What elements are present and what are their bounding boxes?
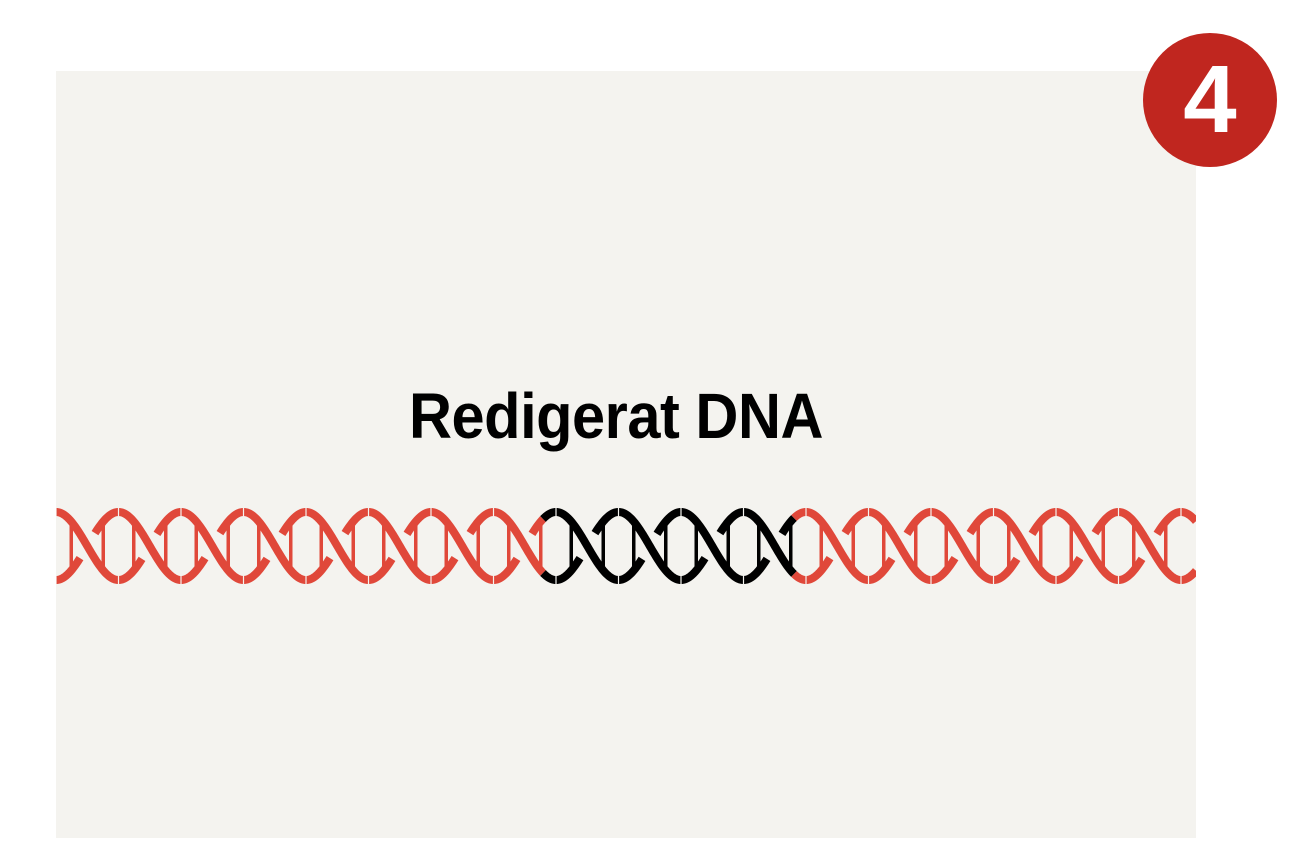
helix-strand-segment xyxy=(653,507,771,584)
helix-strand-segment xyxy=(791,507,896,584)
helix-strand-segment xyxy=(1153,507,1196,537)
helix-strands xyxy=(56,507,1196,585)
diagram-panel xyxy=(56,71,1196,838)
helix-strand-segment xyxy=(216,508,334,585)
helix-strand-segment xyxy=(540,555,584,585)
dna-helix-icon xyxy=(56,507,1196,585)
helix-strand-segment xyxy=(278,507,396,584)
diagram-title: Redigerat DNA xyxy=(409,380,823,452)
helix-strand-segment xyxy=(153,507,271,584)
step-number-badge: 4 xyxy=(1143,33,1277,167)
helix-strand-segment xyxy=(403,507,521,584)
helix-strand-segment xyxy=(1028,507,1146,584)
helix-base-pairs xyxy=(69,523,1168,569)
helix-strand-segment xyxy=(791,555,834,585)
helix-strand-segment xyxy=(841,508,959,585)
helix-strand-segment xyxy=(540,507,646,584)
helix-strand-segment xyxy=(778,515,797,537)
step-number: 4 xyxy=(1183,46,1237,153)
helix-strand-segment xyxy=(716,508,797,577)
helix-strand-segment xyxy=(528,516,546,537)
helix-strand-segment xyxy=(341,508,459,585)
helix-strand-segment xyxy=(91,508,209,585)
helix-strand-segment xyxy=(1091,508,1196,585)
helix-strand-segment xyxy=(56,555,84,584)
helix-strand-segment xyxy=(903,507,1021,584)
helix-strand-segment xyxy=(966,508,1084,585)
helix-strand-segment xyxy=(466,508,546,576)
helix-strand-segment xyxy=(56,508,146,584)
helix-strand-segment xyxy=(591,508,709,585)
